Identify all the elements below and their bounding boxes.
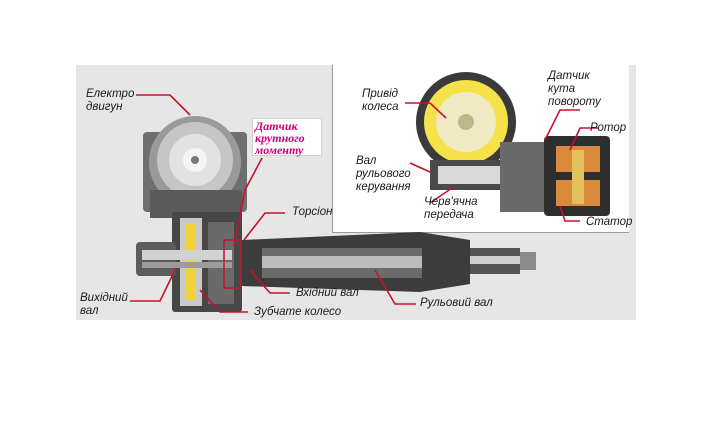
label-motor: Електро двигун xyxy=(86,88,134,114)
label-torque-sensor-line2: крутного xyxy=(255,131,305,145)
inset-wheel-drive xyxy=(416,72,544,212)
leader-worm-gear xyxy=(429,185,456,204)
label-worm-gear: Черв'ячна передача xyxy=(424,196,478,222)
label-inset-steering-shaft-line1: Вал xyxy=(356,155,377,167)
leader-torque-sensor xyxy=(233,157,263,247)
leader-torsion xyxy=(243,212,285,241)
label-input-shaft: Вхідний вал xyxy=(296,287,359,299)
leader-inset-shaft xyxy=(409,162,431,173)
label-wheel-drive-line2: колеса xyxy=(362,101,399,113)
label-wheel-drive: Привід колеса xyxy=(362,88,398,114)
label-output-shaft-line1: Вихідний xyxy=(80,292,128,304)
label-torque-sensor-line1: Датчик xyxy=(255,119,298,133)
label-angle-sensor-line1: Датчик xyxy=(548,70,590,82)
inset-motor-coils xyxy=(544,136,610,216)
leader-wheel-drive xyxy=(405,102,447,119)
label-torque-sensor: Датчик крутного моменту xyxy=(252,118,322,156)
label-worm-gear-line2: передача xyxy=(424,209,474,221)
output-shaft xyxy=(136,242,232,276)
label-steering-shaft: Рульовий вал xyxy=(420,297,493,309)
label-motor-line2: двигун xyxy=(86,101,123,113)
label-inset-steering-shaft-line2: рульового xyxy=(356,168,411,180)
leader-stator xyxy=(559,205,580,222)
leader-rotor xyxy=(569,127,598,151)
label-gear-wheel: Зубчате колесо xyxy=(254,306,342,318)
leader-input-shaft xyxy=(249,269,290,294)
label-motor-line1: Електро xyxy=(86,88,135,100)
label-rotor: Ротор xyxy=(590,122,627,134)
leader-angle-sensor xyxy=(544,109,580,141)
leader-gear xyxy=(199,289,248,313)
label-inset-steering-shaft-line3: керування xyxy=(356,181,411,193)
leader-output-shaft xyxy=(130,267,177,302)
leader-steering-shaft xyxy=(374,269,416,305)
label-torque-sensor-line3: моменту xyxy=(255,143,304,157)
label-output-shaft-line2: вал xyxy=(80,305,99,317)
label-inset-steering-shaft: Вал рульового керування xyxy=(356,155,411,194)
label-wheel-drive-line1: Привід xyxy=(362,88,399,100)
steering-column xyxy=(242,232,536,292)
electric-motor xyxy=(143,116,247,218)
label-torsion: Торсіон xyxy=(292,206,333,218)
leader-motor xyxy=(136,94,191,116)
label-angle-sensor-line3: повороту xyxy=(548,96,601,108)
label-worm-gear-line1: Черв'ячна xyxy=(424,196,478,208)
label-angle-sensor-line2: кута xyxy=(548,83,576,95)
label-output-shaft: Вихідний вал xyxy=(80,292,128,318)
torque-sensor-marker xyxy=(223,239,241,289)
label-angle-sensor: Датчик кута повороту xyxy=(548,70,601,109)
label-stator: Статор xyxy=(586,216,633,228)
